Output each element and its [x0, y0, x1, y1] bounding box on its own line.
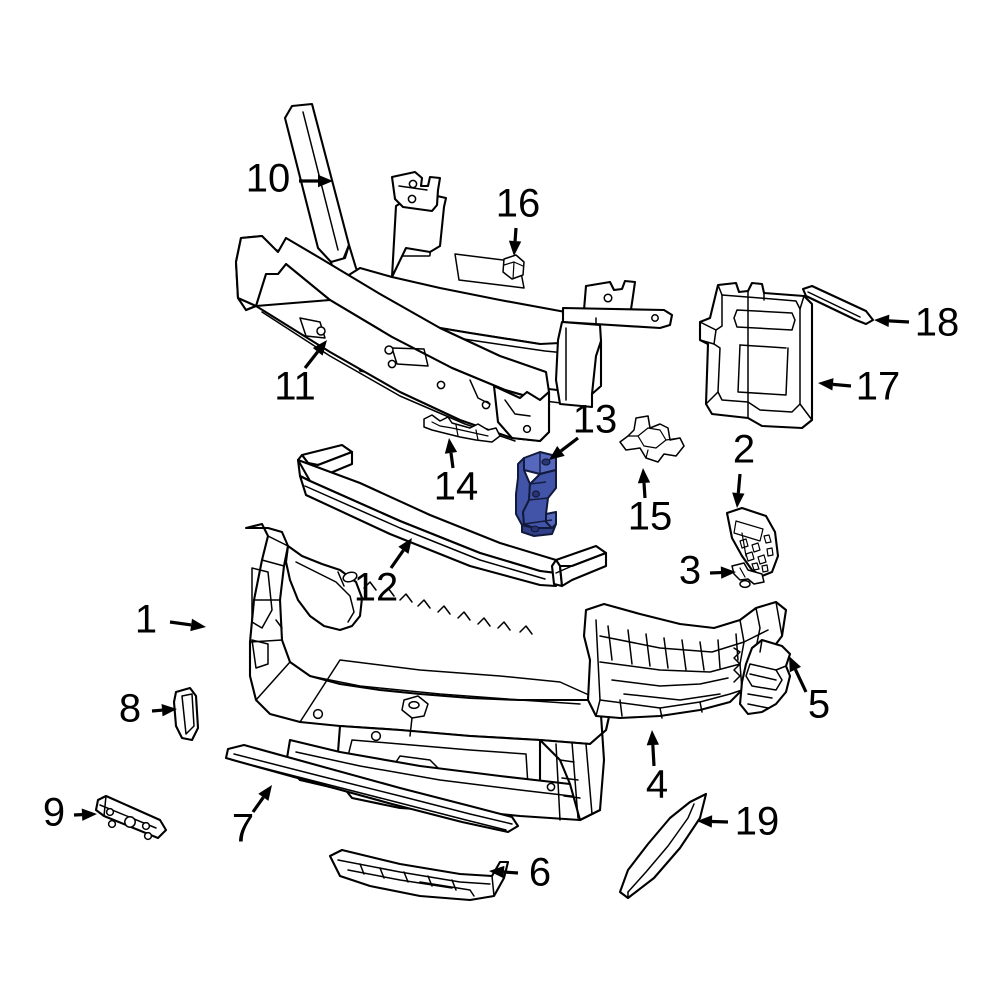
part-lower-grille-reinforcement[interactable]	[582, 600, 788, 720]
leader-line-7	[251, 796, 265, 813]
part-push-pin-clip[interactable]	[502, 254, 525, 280]
leader-arrowhead-9	[81, 808, 97, 821]
leader-arrowhead-1	[190, 618, 206, 632]
leader-arrowhead-6	[489, 865, 505, 879]
leader-arrowhead-5	[789, 656, 802, 673]
part-side-marker-trim-cap[interactable]	[172, 686, 200, 742]
callout-number-10[interactable]: 10	[246, 157, 291, 201]
leader-arrowhead-4	[646, 730, 660, 746]
callout-number-1[interactable]: 1	[135, 598, 157, 642]
callout-1[interactable]: 1	[135, 598, 206, 642]
leader-line-6	[503, 870, 519, 875]
leader-line-11	[303, 350, 319, 369]
callout-13[interactable]: 13	[549, 398, 617, 460]
leader-arrowhead-7	[258, 785, 272, 801]
leader-line-8	[151, 708, 163, 713]
part-bumper-side-mounting-bracket[interactable]	[515, 451, 557, 537]
leader-arrowhead-16	[508, 240, 522, 256]
leader-line-13	[559, 436, 579, 453]
callout-18[interactable]: 18	[874, 301, 959, 345]
callout-3[interactable]: 3	[679, 549, 736, 593]
callout-19[interactable]: 19	[697, 800, 779, 844]
callout-5[interactable]: 5	[789, 656, 830, 727]
callout-number-16[interactable]: 16	[496, 182, 541, 226]
part-front-lower-valance-spoiler[interactable]	[328, 848, 510, 902]
callout-11[interactable]: 11	[274, 340, 327, 409]
callout-number-7[interactable]: 7	[232, 807, 254, 851]
leader-arrowhead-3	[720, 566, 736, 579]
callout-number-11[interactable]: 11	[274, 365, 316, 409]
part-license-plate-bracket[interactable]	[94, 794, 168, 841]
callout-4[interactable]: 4	[646, 730, 668, 807]
leader-arrowhead-10	[318, 174, 333, 188]
leader-line-5	[793, 668, 808, 693]
callout-number-19[interactable]: 19	[735, 800, 780, 844]
part-side-support-strip[interactable]	[801, 284, 875, 326]
leader-arrowhead-15	[637, 468, 651, 484]
leader-line-18	[888, 319, 910, 324]
leader-line-4	[651, 744, 656, 767]
callout-number-14[interactable]: 14	[434, 465, 479, 509]
part-lower-crossmember-rail[interactable]	[234, 234, 551, 443]
callout-15[interactable]: 15	[628, 468, 673, 539]
part-lower-molding-trim[interactable]	[224, 743, 520, 834]
part-upper-tie-bar-impact-beam[interactable]	[283, 102, 674, 409]
part-wheel-arch-extension-filler[interactable]	[618, 792, 708, 900]
leader-line-19	[711, 819, 729, 824]
part-active-grille-air-shutter[interactable]	[725, 506, 780, 578]
callout-number-12[interactable]: 12	[354, 566, 399, 610]
leader-line-2	[736, 473, 742, 494]
leader-arrowhead-12	[398, 538, 412, 554]
callout-8[interactable]: 8	[119, 687, 177, 731]
part-air-duct-side-deflector[interactable]	[738, 638, 792, 716]
callout-number-6[interactable]: 6	[529, 851, 551, 895]
callout-number-4[interactable]: 4	[646, 763, 668, 807]
callout-9[interactable]: 9	[43, 791, 97, 835]
callout-number-15[interactable]: 15	[628, 495, 673, 539]
leader-line-12	[389, 549, 405, 569]
callout-number-17[interactable]: 17	[856, 365, 901, 409]
leader-arrowhead-18	[874, 314, 890, 328]
callout-10[interactable]: 10	[246, 157, 333, 201]
part-retainer-strip[interactable]	[423, 414, 501, 443]
callout-number-3[interactable]: 3	[679, 549, 701, 593]
leader-arrowhead-14	[444, 438, 458, 454]
callout-2[interactable]: 2	[732, 428, 755, 508]
callout-16[interactable]: 16	[496, 182, 541, 256]
callout-7[interactable]: 7	[232, 785, 272, 851]
part-bumper-reinforcement-bar[interactable]	[296, 443, 608, 588]
leader-arrowhead-13	[549, 445, 565, 460]
callout-12[interactable]: 12	[354, 538, 412, 610]
callout-number-2[interactable]: 2	[733, 428, 755, 472]
callout-17[interactable]: 17	[818, 365, 900, 409]
leader-line-14	[449, 452, 455, 469]
leader-line-17	[832, 382, 852, 388]
leader-arrowhead-11	[312, 340, 327, 356]
leader-arrowhead-8	[161, 704, 177, 717]
callout-number-8[interactable]: 8	[119, 687, 141, 731]
leader-arrowhead-19	[697, 815, 713, 828]
part-sensor-bracket-clip[interactable]	[731, 562, 765, 589]
part-headlamp-washer-module-housing[interactable]	[698, 281, 814, 430]
callout-number-13[interactable]: 13	[573, 398, 618, 442]
callout-6[interactable]: 6	[489, 851, 551, 895]
leader-line-15	[642, 482, 647, 499]
callout-14[interactable]: 14	[434, 438, 479, 509]
leader-arrowhead-17	[818, 378, 834, 391]
callout-number-18[interactable]: 18	[915, 301, 960, 345]
leader-line-16	[513, 227, 518, 242]
callout-number-9[interactable]: 9	[43, 791, 65, 835]
callout-number-5[interactable]: 5	[808, 683, 830, 727]
leader-arrowhead-2	[732, 492, 745, 508]
leader-line-1	[169, 620, 192, 627]
part-energy-absorber-block[interactable]	[619, 415, 685, 463]
